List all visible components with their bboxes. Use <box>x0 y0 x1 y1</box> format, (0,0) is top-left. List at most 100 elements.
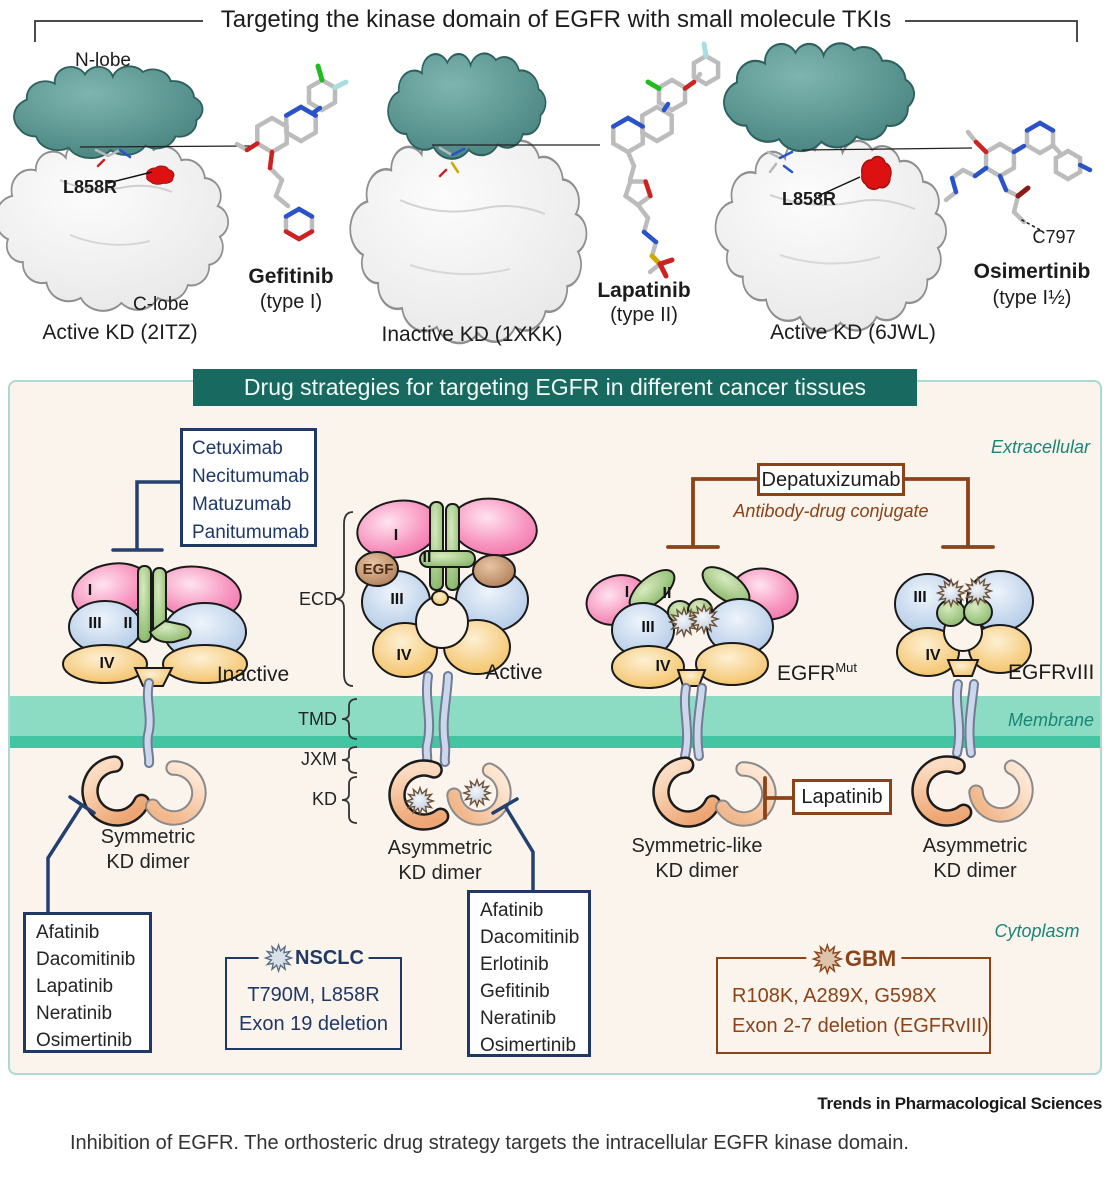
tki-item: Gefitinib <box>480 981 550 1002</box>
receptor-label-inactive: Inactive <box>216 663 290 686</box>
dimer-line: KD dimer <box>106 851 190 873</box>
tki-item: Lapatinib <box>36 976 114 997</box>
receptor-egfrviii <box>894 570 1034 677</box>
tki-item: Osimertinib <box>36 1030 133 1051</box>
egf-label: EGF <box>362 561 394 578</box>
nsclc-title: NSCLC <box>295 946 364 969</box>
figure-caption: Inhibition of EGFR. The orthosteric drug… <box>70 1132 909 1154</box>
antibody-item: Cetuximab <box>192 438 283 459</box>
l858r-label-2: L858R <box>781 189 837 209</box>
journal-name: Trends in Pharmacological Sciences <box>817 1094 1102 1113</box>
l858r-label-1: L858R <box>62 177 118 197</box>
domain-label: I <box>393 527 399 544</box>
egfr-mut-sup: Mut <box>835 660 858 675</box>
kd-region-label: KD <box>311 789 337 809</box>
dimer-line: Symmetric-like <box>631 835 763 857</box>
dimer-label-symmetric: Symmetric KD dimer <box>63 825 233 875</box>
dimer-label-symmetric-like: Symmetric-like KD dimer <box>612 834 782 884</box>
nsclc-starburst-icon <box>263 943 294 973</box>
protein-structure-active-2itz <box>0 65 251 312</box>
dimer-line: KD dimer <box>398 862 482 884</box>
dimer-line: Symmetric <box>100 826 196 848</box>
antibody-item: Panitumumab <box>192 522 310 543</box>
dimer-line: KD dimer <box>933 860 1017 882</box>
drug-name-osimertinib: Osimertinib <box>973 260 1091 283</box>
protein-structure-inactive-1xkk <box>348 52 600 345</box>
drug-name-gefitinib: Gefitinib <box>248 265 334 288</box>
depatuxizumab-box: Depatuxizumab <box>757 463 905 496</box>
figure-title: Targeting the kinase domain of EGFR with… <box>220 6 892 33</box>
receptor-egfr-mut <box>585 566 799 689</box>
brown-inhibitor-connectors <box>666 477 995 820</box>
drug-type-lapatinib: (type II) <box>610 304 678 326</box>
domain-label: IV <box>925 647 941 664</box>
egfr-mut-base: EGFR <box>777 662 836 685</box>
domain-label: II <box>422 549 432 566</box>
nsclc-box: NSCLC T790M, L858R Exon 19 deletion <box>225 943 402 1050</box>
gefitinib-molecule <box>234 63 349 242</box>
tki-item: Neratinib <box>36 1003 113 1024</box>
navy-inhibitor-connectors <box>46 480 535 915</box>
domain-label: III <box>641 619 655 636</box>
tki-list-box-left: Afatinib Dacomitinib Lapatinib Neratinib… <box>23 912 152 1053</box>
receptor-label-egfrviii: EGFRvIII <box>1008 661 1095 684</box>
gbm-mutations-1: R108K, A289X, G598X <box>732 985 937 1007</box>
structure-caption-2: Inactive KD (1XKK) <box>381 323 563 346</box>
tki-item: Afatinib <box>36 922 100 943</box>
title-bracket <box>34 20 1078 42</box>
c797-label: C797 <box>1032 227 1076 247</box>
drug-name-lapatinib: Lapatinib <box>597 279 691 302</box>
dimer-line: KD dimer <box>655 860 739 882</box>
membrane-band <box>10 696 1100 736</box>
antibody-drug-box: Cetuximab Necitumumab Matuzumab Panitumu… <box>180 428 317 547</box>
domain-label: II <box>123 615 133 632</box>
osimertinib-molecule <box>943 120 1093 232</box>
ecd-region-label: ECD <box>298 589 337 609</box>
structure-caption-3: Active KD (6JWL) <box>770 321 936 344</box>
drug-type-gefitinib: (type I) <box>259 291 323 313</box>
dimer-label-asymmetric-1: Asymmetric KD dimer <box>355 836 525 886</box>
domain-label: IV <box>99 655 115 672</box>
nsclc-title-group: NSCLC <box>258 943 369 973</box>
domain-label: IV <box>655 658 671 675</box>
gbm-title-group: GBM <box>805 943 902 975</box>
structure-caption-1: Active KD (2ITZ) <box>42 321 198 344</box>
domain-label: III <box>390 591 404 608</box>
region-braces <box>334 511 358 824</box>
domain-label: I <box>624 584 630 601</box>
tki-item: Osimertinib <box>480 1035 577 1056</box>
gbm-starburst-icon <box>810 943 843 975</box>
gbm-title: GBM <box>844 946 897 971</box>
cytoplasm-label: Cytoplasm <box>994 921 1080 941</box>
receptor-label-egfr-mut: EGFRMut <box>777 660 857 686</box>
tki-item: Dacomitinib <box>36 949 136 970</box>
dimer-label-asymmetric-2: Asymmetric KD dimer <box>890 834 1060 884</box>
nsclc-mutations-1: T790M, L858R <box>247 984 380 1006</box>
gbm-mutations-2: Exon 2-7 deletion (EGFRvIII) <box>732 1015 989 1037</box>
extracellular-label: Extracellular <box>990 437 1090 457</box>
dimer-line: Asymmetric <box>922 835 1028 857</box>
receptor-inactive <box>62 562 248 687</box>
antibody-item: Necitumumab <box>192 466 310 487</box>
receptor-label-active: Active <box>485 661 543 684</box>
jxm-region-label: JXM <box>301 749 337 769</box>
gbm-box: GBM R108K, A289X, G598X Exon 2-7 deletio… <box>716 943 991 1054</box>
protein-structure-active-6jwl <box>714 42 973 333</box>
dimer-line: Asymmetric <box>387 837 493 859</box>
n-lobe-label: N-lobe <box>75 50 131 71</box>
lapatinib-molecule <box>611 41 721 279</box>
receptor-stems <box>142 671 979 768</box>
tki-list-box-mid: Afatinib Dacomitinib Erlotinib Gefitinib… <box>467 890 591 1057</box>
nsclc-mutations-2: Exon 19 deletion <box>238 1013 388 1035</box>
tki-item: Erlotinib <box>480 954 549 975</box>
tki-item: Neratinib <box>480 1008 557 1029</box>
tmd-region-label: TMD <box>298 709 337 729</box>
membrane-label: Membrane <box>1007 710 1095 730</box>
kd-dimers <box>81 755 1034 831</box>
c-lobe-label: C-lobe <box>133 294 189 315</box>
drug-type-osimertinib: (type I½) <box>992 287 1072 309</box>
domain-label: IV <box>396 647 412 664</box>
lapatinib-box: Lapatinib <box>792 779 892 815</box>
